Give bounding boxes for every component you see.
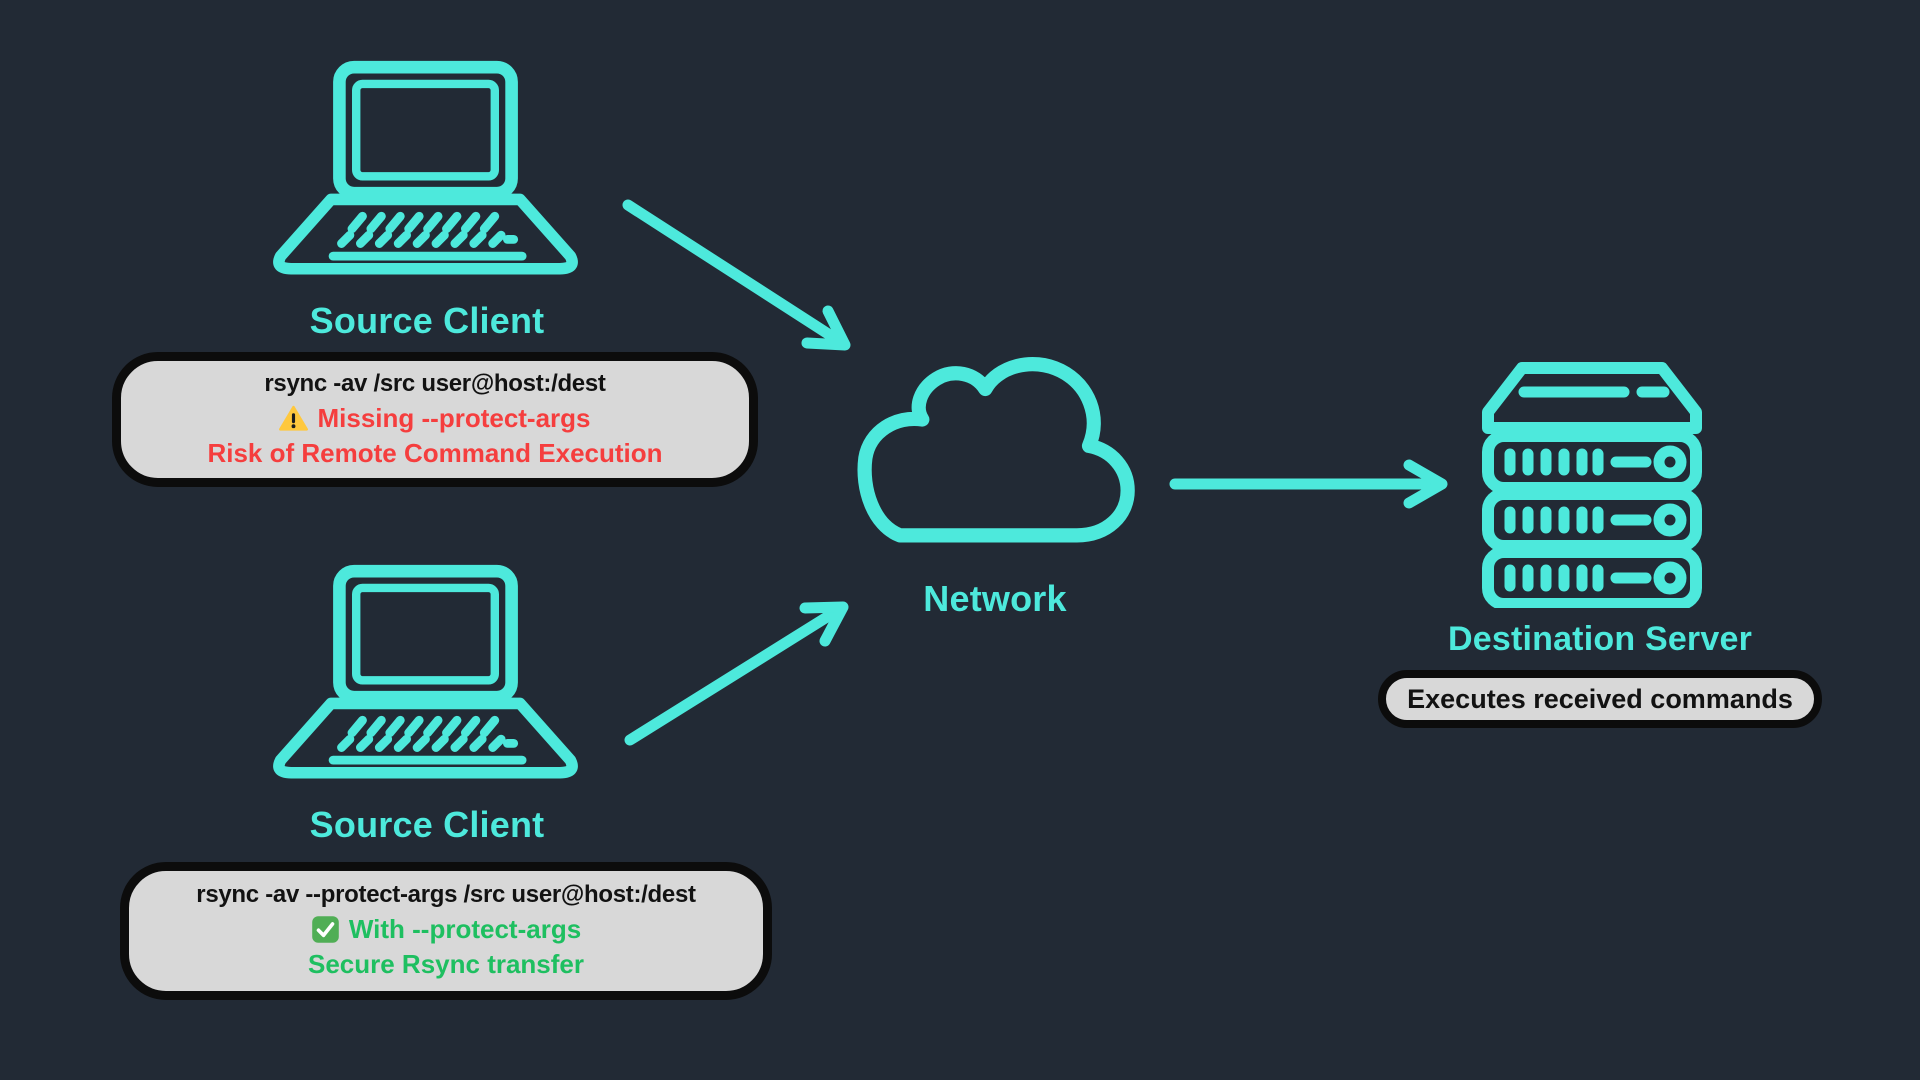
check-mark-icon xyxy=(311,915,340,944)
secure-status-line: With --protect-args xyxy=(311,914,581,945)
laptop-icon xyxy=(268,562,583,784)
arrow-network-to-server xyxy=(1169,459,1448,509)
server-note-callout: Executes received commands xyxy=(1378,670,1822,728)
insecure-callout: rsync -av /src user@host:/dest Missing -… xyxy=(112,352,758,487)
insecure-command-text: rsync -av /src user@host:/dest xyxy=(264,369,606,397)
secure-callout: rsync -av --protect-args /src user@host:… xyxy=(120,862,772,1000)
client-top-label: Source Client xyxy=(309,300,545,341)
secure-command-line: rsync -av --protect-args /src user@host:… xyxy=(196,881,696,910)
client-bottom-label: Source Client xyxy=(309,804,545,845)
secure-command-text: rsync -av --protect-args /src user@host:… xyxy=(196,881,696,909)
insecure-warning-text: Missing --protect-args xyxy=(317,402,591,433)
secure-detail-text: Secure Rsync transfer xyxy=(307,949,585,980)
server-note-text: Executes received commands xyxy=(1407,683,1793,714)
insecure-detail-line: Risk of Remote Command Execution xyxy=(207,438,662,469)
laptop-icon xyxy=(268,58,583,280)
secure-status-text: With --protect-args xyxy=(348,914,582,945)
cloud-icon xyxy=(843,346,1148,558)
secure-detail-line: Secure Rsync transfer xyxy=(308,949,584,980)
arrow-client-top-to-network xyxy=(622,199,851,351)
arrow-client-bottom-to-network xyxy=(624,601,849,746)
server-label: Destination Server xyxy=(1447,620,1753,658)
insecure-command-line: rsync -av /src user@host:/dest xyxy=(264,369,606,399)
network-label: Network xyxy=(923,578,1067,619)
warning-triangle-icon xyxy=(279,405,309,432)
server-rack-icon xyxy=(1468,356,1716,608)
insecure-detail-text: Risk of Remote Command Execution xyxy=(207,437,663,468)
insecure-warning-line: Missing --protect-args xyxy=(279,402,591,434)
